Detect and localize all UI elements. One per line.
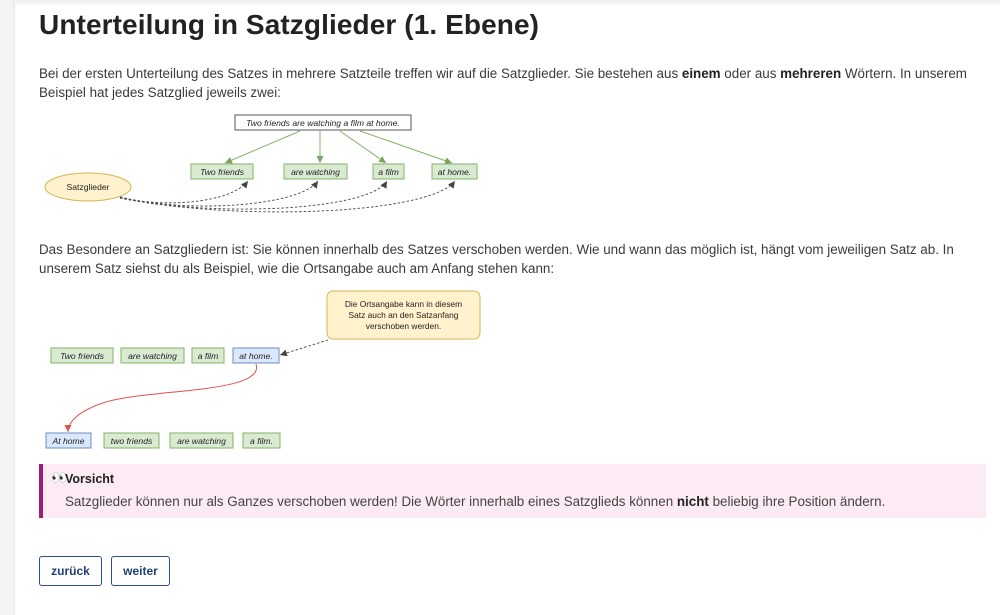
caution-title: Vorsicht [65, 472, 115, 486]
intro-bold-many: mehreren [780, 66, 842, 81]
phrase-box-1: Two friends [190, 163, 254, 180]
caution-text: Satzglieder können nur als Ganzes versch… [65, 494, 885, 509]
connector-2 [119, 180, 319, 207]
arrow-to-part-3 [339, 130, 387, 164]
caution-bold: nicht [676, 494, 709, 509]
verschiebung-diagram: Die Ortsangabe kann in diesem Satz auch … [45, 290, 481, 449]
original-phrase-2: are watching [120, 347, 185, 364]
phrase-text: at home. [438, 167, 471, 177]
note-line-2: Satz auch an den Satzanfang [349, 310, 459, 320]
phrase-box-4: at home. [431, 163, 478, 180]
label-text: Satzglieder [67, 182, 110, 192]
intro-text-3: Wörtern. In unserem Beispiel hat jedes S… [39, 66, 967, 100]
note-line-3: verschoben werden. [366, 321, 441, 331]
connector-4 [119, 180, 456, 213]
satzglieder-label: Satzglieder [44, 172, 132, 202]
second-paragraph: Das Besondere an Satzgliedern ist: Sie k… [39, 242, 954, 276]
note-box: Die Ortsangabe kann in diesem Satz auch … [326, 290, 481, 340]
caution-text-1: Satzglieder können nur als Ganzes versch… [65, 494, 677, 509]
original-phrase-3: a film [191, 347, 225, 364]
note-pointer [279, 339, 329, 357]
arrow-to-part-4 [359, 130, 453, 165]
caution-callout: 👀 Vorsicht Satzglieder können nur als Ga… [39, 464, 986, 518]
phrase-text: a film. [250, 436, 273, 446]
caution-text-2: beliebig ihre Position ändern. [708, 494, 886, 509]
phrase-box-3: a film [372, 163, 405, 180]
original-phrase-1: Two friends [50, 347, 114, 364]
sentence-text: Two friends are watching a film at home. [246, 118, 400, 128]
phrase-text: At home [51, 436, 84, 446]
phrase-text: at home. [239, 351, 272, 361]
intro-text-2: oder aus [720, 66, 781, 81]
label-connectors [119, 180, 456, 213]
original-phrase-4-moved: at home. [232, 347, 280, 364]
reordered-phrase-3: are watching [169, 432, 234, 449]
arrow-to-part-1 [224, 130, 301, 164]
split-arrows [224, 130, 453, 165]
phrase-box-2: are watching [283, 163, 348, 180]
reordered-phrase-4: a film. [242, 432, 281, 449]
eyes-icon: 👀 [51, 471, 68, 486]
phrase-text: a film [198, 351, 219, 361]
intro-text-1: Bei der ersten Unterteilung des Satzes i… [39, 66, 682, 81]
phrase-text: two friends [111, 436, 153, 446]
note-line-1: Die Ortsangabe kann in diesem [345, 299, 462, 309]
reordered-phrase-1: At home [45, 432, 92, 449]
phrase-text: Two friends [60, 351, 104, 361]
sentence-box: Two friends are watching a film at home. [234, 114, 412, 131]
phrase-text: are watching [177, 436, 226, 446]
intro-paragraph: Bei der ersten Unterteilung des Satzes i… [39, 64, 984, 102]
next-button[interactable]: weiter [111, 556, 170, 586]
reordered-phrase-2: two friends [103, 432, 160, 449]
back-button[interactable]: zurück [39, 556, 102, 586]
phrase-text: Two friends [200, 167, 244, 177]
phrase-text: are watching [291, 167, 340, 177]
intro-bold-one: einem [681, 66, 721, 81]
phrase-text: a film [378, 167, 399, 177]
move-arrow [64, 363, 257, 433]
top-shadow [15, 0, 1000, 6]
page-title: Unterteilung in Satzglieder (1. Ebene) [39, 9, 540, 40]
satzglieder-diagram: Two friends are watching a film at home.… [44, 114, 478, 213]
phrase-text: are watching [128, 351, 177, 361]
